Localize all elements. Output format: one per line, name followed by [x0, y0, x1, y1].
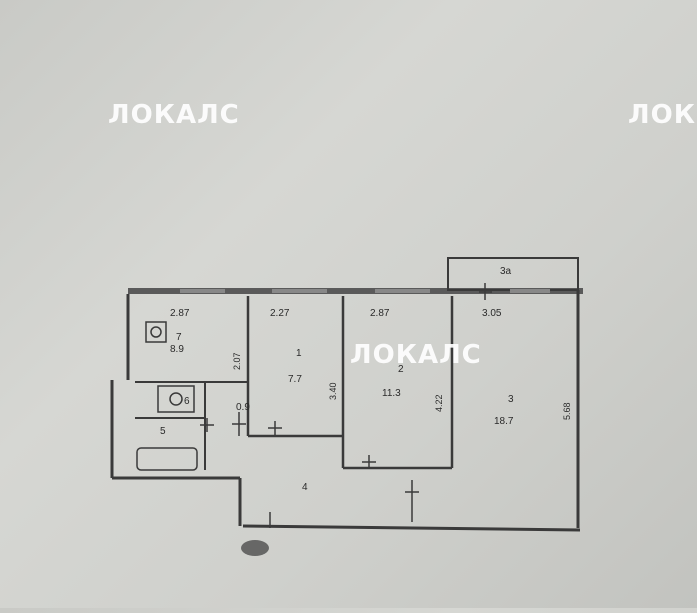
door-marks — [200, 283, 492, 528]
room-4-number: 4 — [302, 482, 308, 493]
small-dimension: 0.9 — [236, 402, 250, 413]
walls — [110, 257, 583, 532]
sink-fixture — [157, 385, 195, 413]
room-7-depth: 2.07 — [232, 352, 242, 370]
toilet-fixture — [145, 321, 167, 343]
watermark-logo-center: ЛОКАЛС — [350, 340, 482, 370]
room-1-width: 2.27 — [270, 308, 290, 319]
room-7-number: 7 — [176, 332, 182, 343]
room-2-number: 2 — [398, 364, 404, 375]
watermark-logo: ЛОКАЛС — [108, 100, 240, 130]
watermark-logo-partial: ЛОК — [628, 100, 696, 130]
room-3-number: 3 — [508, 394, 514, 405]
room-1-area: 7.7 — [288, 374, 302, 385]
room-2-width: 2.87 — [370, 308, 390, 319]
bathtub-fixture — [136, 447, 198, 471]
room-3-width: 3.05 — [482, 308, 502, 319]
room-2-depth: 4.22 — [434, 394, 444, 412]
room-2-area: 11.3 — [382, 388, 401, 399]
windows — [180, 289, 550, 293]
room-6-number: 6 — [184, 396, 190, 407]
fixtures — [136, 321, 198, 471]
balcony-label: 3а — [500, 266, 512, 277]
room-7-area: 8.9 — [170, 344, 184, 355]
room-3-depth: 5.68 — [562, 402, 572, 420]
room-1-depth: 3.40 — [328, 382, 338, 400]
smudge — [241, 540, 269, 556]
room-3-area: 18.7 — [494, 416, 514, 427]
room-5-number: 5 — [160, 426, 166, 437]
room-7-width: 2.87 — [170, 308, 190, 319]
room-1-number: 1 — [296, 348, 302, 359]
